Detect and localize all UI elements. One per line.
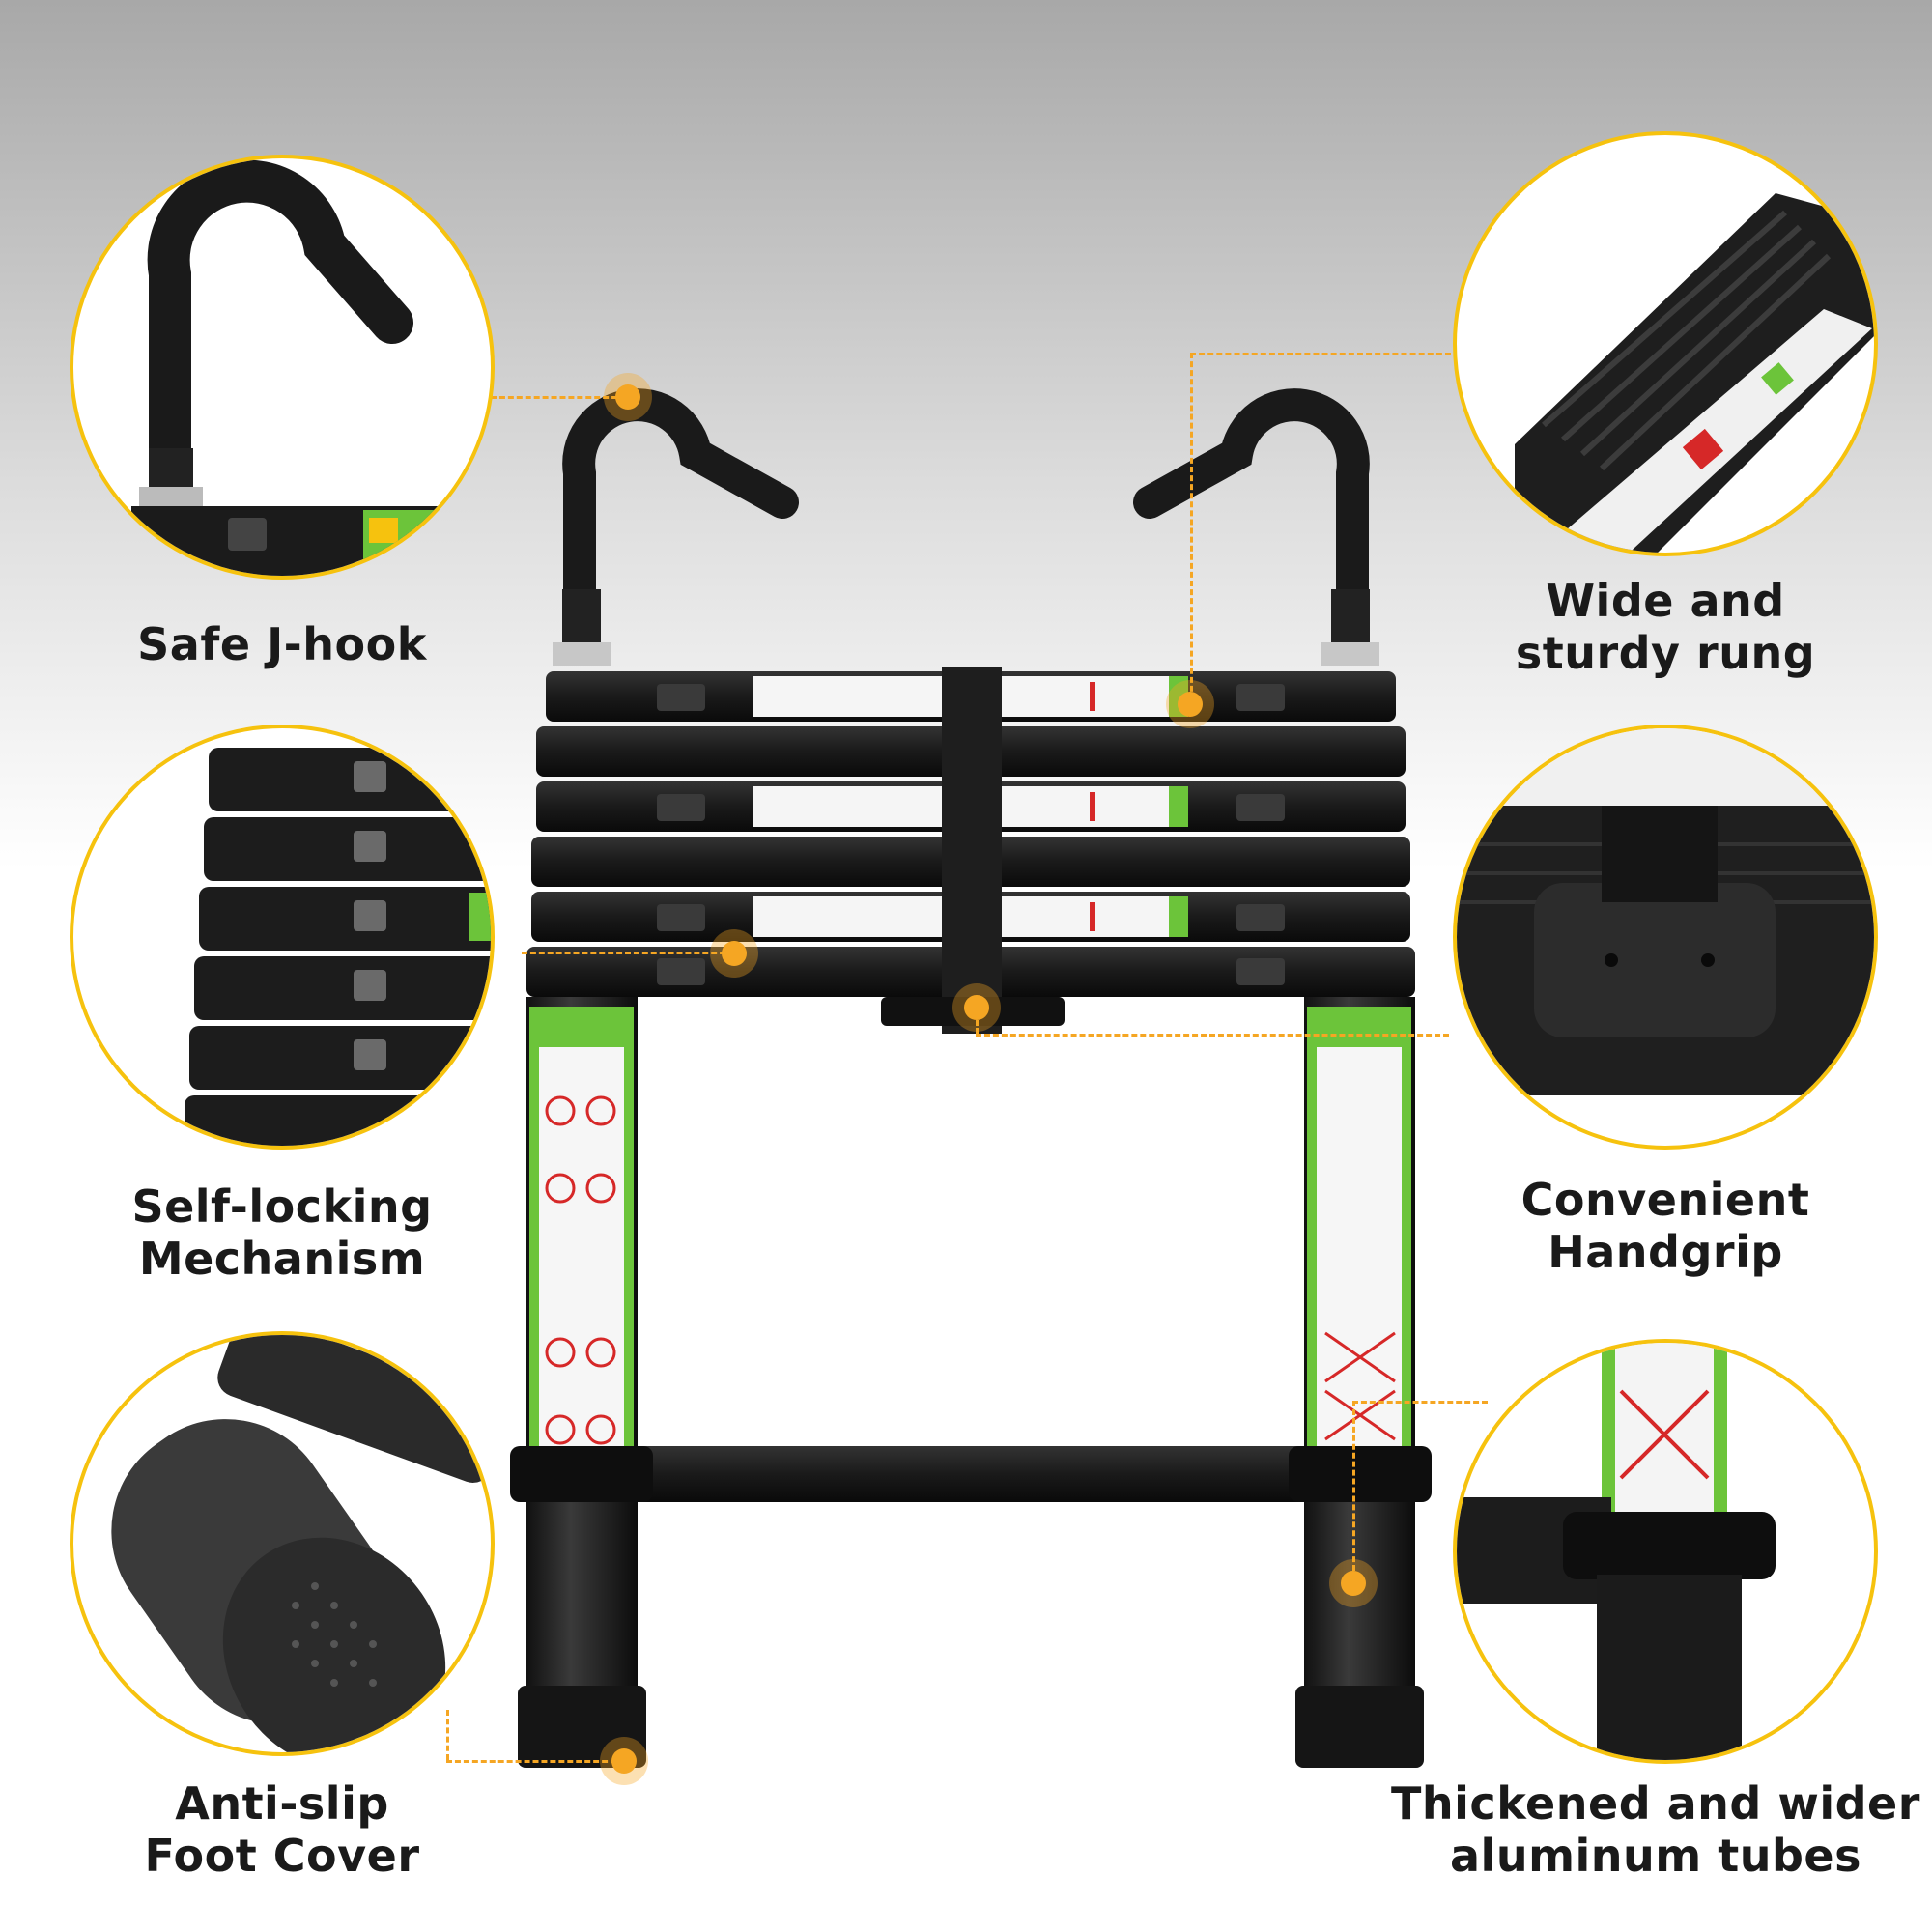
label-handgrip-line-2: Handgrip [1548,1226,1783,1278]
left-j-hook [553,388,799,666]
label-rung-line-1: Wide and [1546,575,1785,627]
tubes-detail-image [1457,1343,1776,1760]
leader-rung-v [1190,353,1193,700]
velcro-strap [942,667,1002,1034]
leader-tubes-h [1352,1401,1488,1404]
hotspot-rung [1178,692,1203,717]
detail-circle-foot-cover [70,1331,495,1756]
leader-foot-v [446,1710,449,1760]
leader-rung-h [1190,353,1451,355]
label-rung-line-2: sturdy rung [1515,627,1816,679]
label-tubes-line-1: Thickened and wider [1391,1777,1920,1830]
detail-circle-j-hook [70,155,495,580]
label-self-locking: Self-locking Mechanism [70,1180,495,1285]
leader-foot-h [446,1760,625,1763]
hotspot-j-hook [615,384,640,410]
right-j-hook [1133,388,1379,666]
leader-j-hook [491,396,626,399]
label-foot-cover: Anti-slip Foot Cover [70,1777,495,1882]
hotspot-tubes [1341,1571,1366,1596]
detail-circle-self-locking [70,724,495,1150]
label-rung: Wide and sturdy rung [1453,575,1878,679]
label-foot-cover-line-2: Foot Cover [144,1830,420,1882]
handgrip-detail-image [1457,728,1874,1095]
hotspot-handgrip [964,995,989,1020]
label-j-hook-line-1: Safe J-hook [137,618,427,670]
label-j-hook: Safe J-hook [70,618,495,670]
label-self-locking-line-1: Self-locking [131,1180,433,1233]
label-handgrip-line-1: Convenient [1520,1174,1810,1226]
hotspot-lock [722,941,747,966]
label-tubes: Thickened and wider aluminum tubes [1385,1777,1926,1882]
j-hook-detail-image [131,159,491,576]
leader-handgrip-h [976,1034,1449,1037]
label-handgrip: Convenient Handgrip [1453,1174,1878,1278]
label-tubes-line-2: aluminum tubes [1450,1830,1861,1882]
label-foot-cover-line-1: Anti-slip [175,1777,389,1830]
label-self-locking-line-2: Mechanism [138,1233,426,1285]
hotspot-foot [611,1748,637,1774]
side-tubes [526,997,1415,1451]
detail-circle-tubes [1453,1339,1878,1764]
leader-lock [522,952,734,954]
lower-section [510,1446,1432,1768]
leader-tubes-v [1352,1401,1355,1579]
detail-circle-handgrip [1453,724,1878,1150]
rung-detail-image [1515,193,1874,553]
self-locking-detail-image [185,748,491,1146]
detail-circle-rung [1453,131,1878,556]
foot-cover-detail-image [111,1335,491,1752]
